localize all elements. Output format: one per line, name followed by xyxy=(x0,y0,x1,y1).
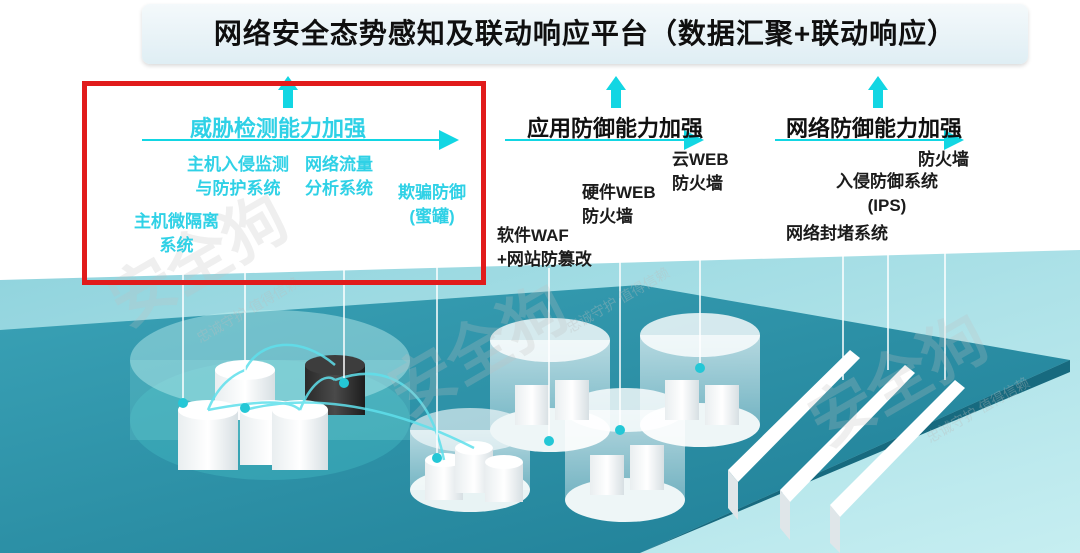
connection-links xyxy=(206,343,475,461)
pointer-dots xyxy=(178,363,705,463)
label-ips: 入侵防御系统 (IPS) xyxy=(836,172,938,215)
threat-highlight-box xyxy=(82,81,486,285)
label-host-intrusion: 主机入侵监测 与防护系统 xyxy=(187,155,289,198)
label-hardware-web-firewall: 硬件WEB 防火墙 xyxy=(582,183,656,226)
section-threat-detection: 威胁检测能力加强 xyxy=(190,116,367,141)
label-network-blocking: 网络封堵系统 xyxy=(786,224,888,243)
label-honeypot: 欺骗防御 (蜜罐) xyxy=(398,183,466,226)
title-banner: 网络安全态势感知及联动响应平台（数据汇聚+联动响应） xyxy=(142,4,1028,64)
section-application-defense: 应用防御能力加强 xyxy=(527,116,704,141)
section-network-defense: 网络防御能力加强 xyxy=(786,116,963,141)
firewall-walls xyxy=(728,350,965,553)
pointer-lines xyxy=(182,170,946,455)
page-title: 网络安全态势感知及联动响应平台（数据汇聚+联动响应） xyxy=(213,18,957,49)
label-software-waf: 软件WAF +网站防篡改 xyxy=(497,226,592,269)
up-arrows xyxy=(278,76,888,108)
label-cloud-web-firewall: 云WEB 防火墙 xyxy=(672,150,729,193)
label-firewall: 防火墙 xyxy=(918,150,969,169)
label-micro-isolation: 主机微隔离 系统 xyxy=(134,212,219,255)
label-traffic-analysis: 网络流量 分析系统 xyxy=(305,155,373,198)
app-enclosures xyxy=(490,313,760,522)
